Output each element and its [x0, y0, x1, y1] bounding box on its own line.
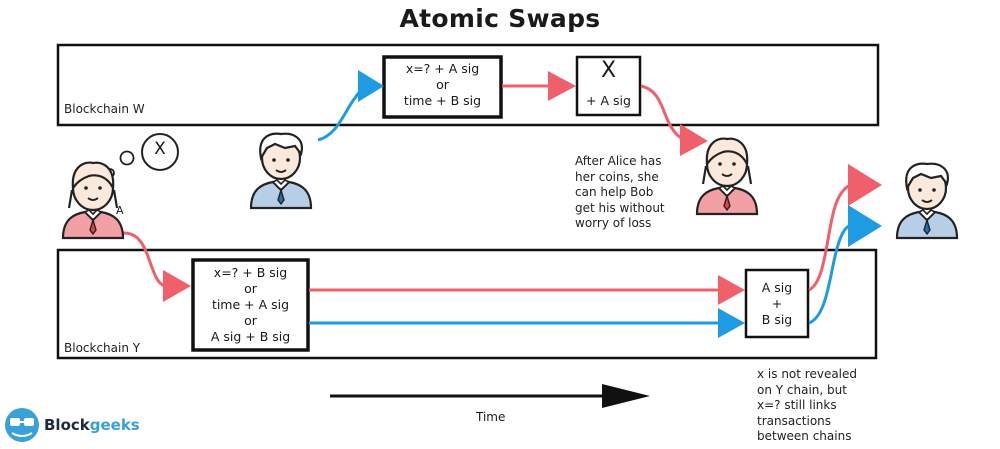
brand-name-part1: Block	[44, 416, 90, 434]
y-contract-box	[191, 258, 310, 352]
y-claim-line1: A sig	[761, 280, 793, 295]
bob-to-w-arrowhead	[358, 70, 384, 102]
note-chain-line: between chains	[757, 429, 852, 443]
bob-right-figure	[895, 162, 959, 240]
blockchain-y-frame	[56, 248, 878, 360]
diagram-title: Atomic Swaps	[399, 4, 601, 33]
y-contract-line1: x=? + B sig	[213, 265, 288, 280]
y-claim-box	[744, 268, 810, 339]
y-claim-text: A sig + B sig	[746, 280, 808, 328]
thought-symbol: X	[154, 139, 166, 159]
w-contract-to-claim-arrowhead	[548, 71, 576, 101]
alice-right-figure	[695, 137, 759, 216]
y-red-arrowhead	[718, 275, 745, 305]
y-contract-text: x=? + B sig or time + A sig or A sig + B…	[195, 265, 306, 345]
w-claim-to-alice-line	[640, 84, 685, 141]
w-claim-box	[575, 55, 642, 117]
y-blue-arrowhead	[718, 308, 745, 338]
w-contract-box	[382, 55, 503, 119]
alice-to-y-arrowhead	[163, 270, 191, 302]
time-label: Time	[476, 410, 506, 424]
note-alice-line: After Alice has	[575, 154, 662, 168]
alice-to-y-line	[121, 231, 166, 288]
y-contract-line2: or	[244, 281, 257, 296]
w-claim-line2: + A sig	[586, 93, 631, 108]
w-claim-symbol: X	[600, 58, 617, 83]
note-chain-line: x=? still links	[757, 398, 837, 412]
bob-left-figure	[249, 132, 313, 210]
y-claim-to-bob-red-arrowhead	[848, 164, 882, 206]
note-chain-line: transactions	[757, 413, 832, 428]
note-chain-line: on Y chain, but	[757, 382, 847, 397]
y-claim-line2: +	[771, 296, 783, 311]
note-chain-link: x is not revealed on Y chain, but x=? st…	[757, 367, 857, 445]
y-claim-to-bob-red-line	[808, 183, 853, 292]
w-claim-to-alice-arrowhead	[680, 124, 708, 156]
brand-name: Blockgeeks	[44, 416, 140, 434]
note-alice-help: After Alice has her coins, she can help …	[575, 154, 665, 232]
time-arrowhead	[602, 384, 650, 408]
y-contract-line5: A sig + B sig	[210, 329, 291, 344]
y-claim-to-bob-blue-arrowhead	[848, 205, 882, 247]
y-claim-line3: B sig	[761, 312, 793, 327]
y-contract-line4: or	[244, 313, 257, 328]
blockgeeks-logo-icon	[5, 408, 39, 442]
blockchain-w-label: Blockchain W	[64, 102, 145, 116]
w-contract-text: x=? + A sig or time + B sig	[386, 61, 499, 109]
w-contract-line1: x=? + A sig	[405, 61, 480, 76]
blockchain-y-label: Blockchain Y	[64, 341, 141, 355]
alice-tag: A	[116, 204, 124, 217]
w-contract-line3: time + B sig	[403, 93, 482, 108]
note-alice-line: her coins, she	[575, 169, 659, 184]
w-contract-line2: or	[436, 77, 449, 92]
y-contract-line3: time + A sig	[211, 297, 290, 312]
y-claim-to-bob-blue-line	[808, 223, 853, 325]
note-alice-line: can help Bob	[575, 185, 654, 199]
thought-bubble	[141, 133, 179, 171]
blockchain-w-frame	[56, 43, 880, 127]
brand-name-part2: geeks	[89, 416, 140, 434]
note-alice-line: worry of loss	[575, 216, 652, 230]
note-alice-line: get his without	[575, 200, 665, 215]
thought-dot-medium	[119, 150, 135, 166]
note-chain-line: x is not revealed	[757, 367, 858, 381]
